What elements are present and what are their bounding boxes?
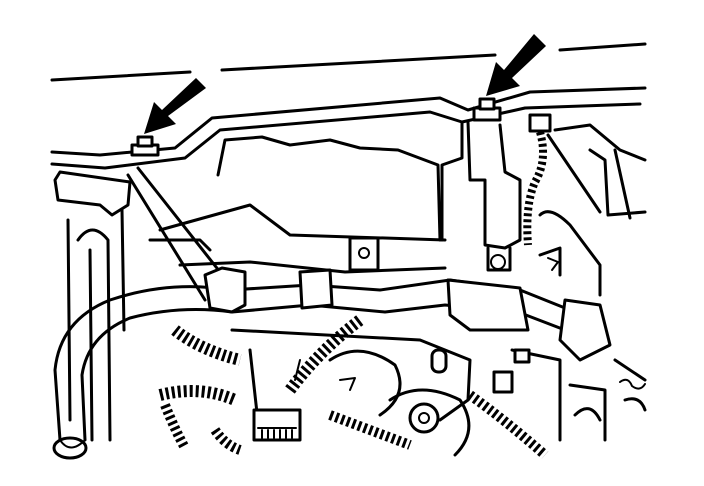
right-detail-marks [547, 257, 646, 390]
right-bracket [466, 120, 522, 272]
right-harness [523, 113, 647, 297]
hood-edge-lines [50, 42, 647, 82]
right-arrow [486, 34, 546, 96]
cowl-panel [50, 86, 647, 242]
left-bracket [53, 166, 222, 442]
left-arrow [144, 78, 206, 134]
main-harness [52, 278, 602, 460]
corrugated-sleeves [158, 315, 549, 459]
left-fastener [130, 135, 160, 157]
harness-connectors [203, 266, 612, 362]
connector-block [252, 408, 302, 442]
right-fastener [472, 97, 502, 122]
center-brace [158, 203, 447, 274]
